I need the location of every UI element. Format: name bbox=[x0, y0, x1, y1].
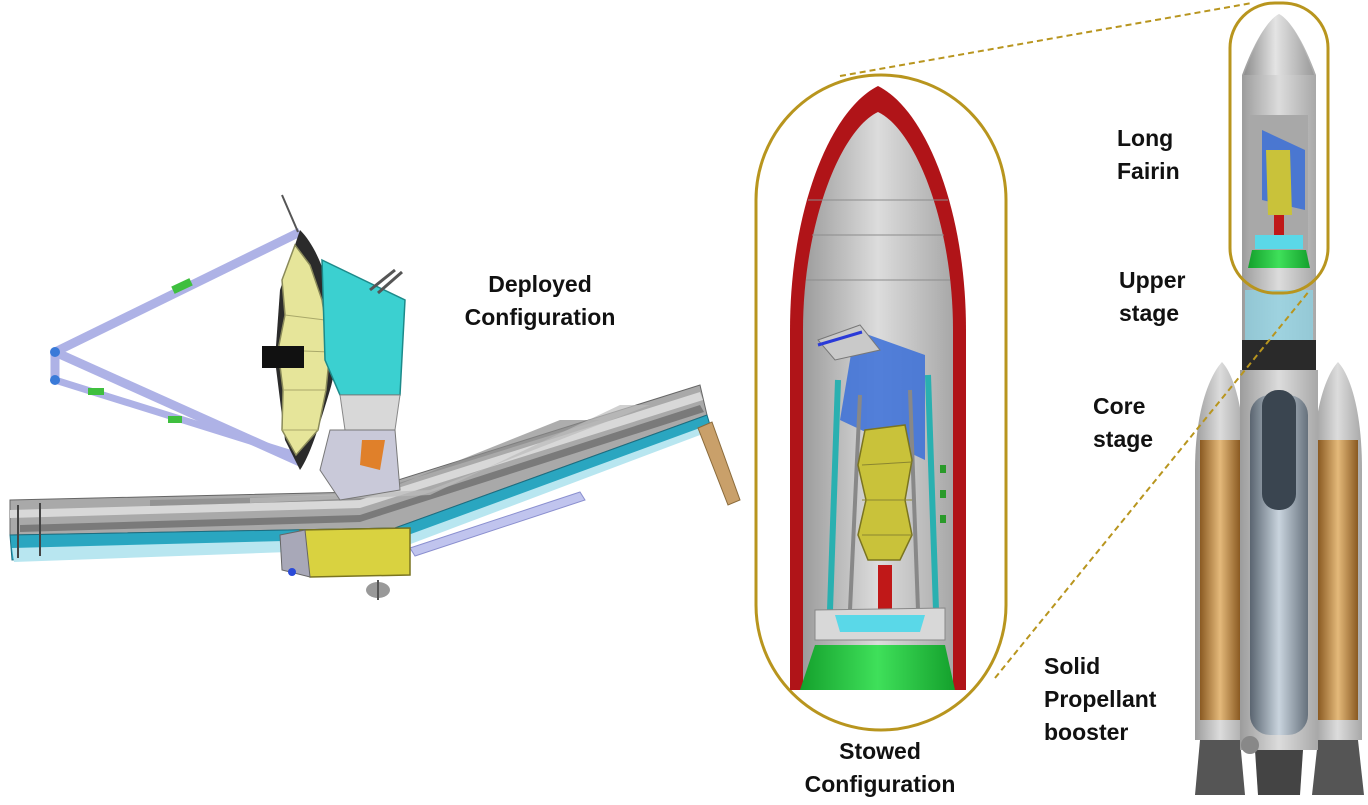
primary-mirror bbox=[262, 230, 336, 470]
callout-leader-lines bbox=[839, 2, 1311, 679]
upper-stage bbox=[1242, 270, 1316, 370]
stowed-configuration bbox=[754, 73, 1008, 732]
deployed-observatory bbox=[9, 194, 741, 600]
isim-module bbox=[319, 258, 406, 501]
long-fairing bbox=[1242, 14, 1316, 270]
stowed-telescope bbox=[814, 324, 946, 641]
spacecraft-bus bbox=[279, 527, 411, 600]
solid-booster-left bbox=[1195, 362, 1245, 795]
stowed-callout-outline bbox=[754, 73, 1008, 732]
fairing-callout-outline bbox=[1228, 1, 1330, 295]
antenna bbox=[281, 194, 299, 233]
launch-adapter bbox=[800, 645, 955, 690]
launch-vehicle bbox=[1195, 1, 1364, 795]
secondary-mirror-struts bbox=[50, 227, 307, 467]
secondary-mirror-mount bbox=[262, 346, 304, 368]
core-stage bbox=[1240, 370, 1318, 795]
radiator-boom bbox=[409, 491, 586, 557]
solid-booster-right bbox=[1312, 362, 1364, 795]
sunshield-trim-flap bbox=[697, 421, 741, 506]
